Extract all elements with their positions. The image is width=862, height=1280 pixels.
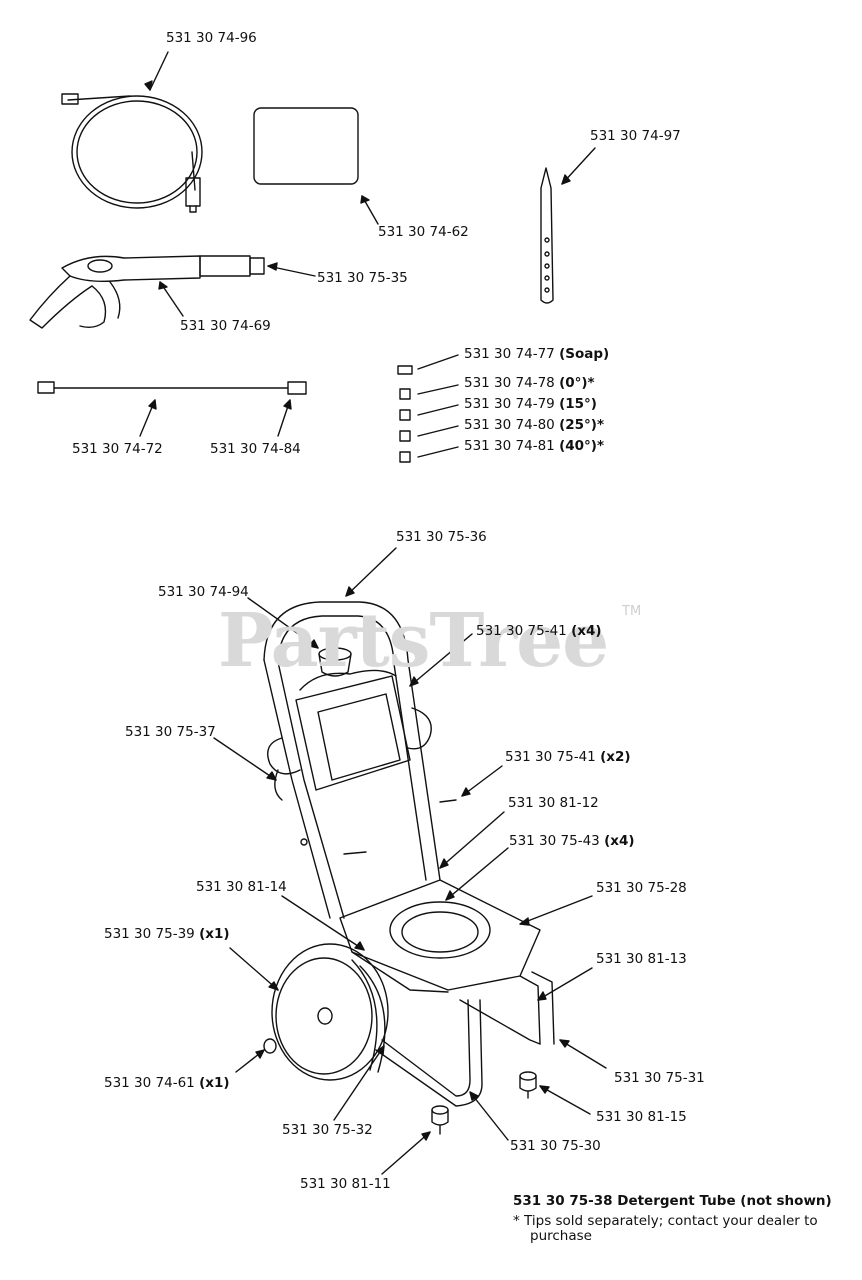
label-p8112: 531 30 81-12 [508,795,599,811]
note-tips-line2: purchase [530,1228,592,1244]
label-hose: 531 30 74-96 [166,30,257,46]
cart-illustration [263,601,555,1135]
label-p8115: 531 30 81-15 [596,1109,687,1125]
label-hubcap: 531 30 74-61 (x1) [104,1075,230,1091]
note-tips-line1: * Tips sold separately; contact your dea… [513,1213,818,1229]
label-p7531: 531 30 75-31 [614,1070,705,1086]
label-p8113: 531 30 81-13 [596,951,687,967]
label-manual: 531 30 74-62 [378,224,469,240]
label-foot: 531 30 81-11 [300,1176,391,1192]
wand-illustration [37,381,307,395]
tips-illustration [397,365,413,463]
label-base: 531 30 75-28 [596,880,687,896]
label-cup: 531 30 74-94 [158,584,249,600]
label-gun-fitting: 531 30 75-35 [317,270,408,286]
label-wand: 531 30 74-72 [72,441,163,457]
needle-illustration [540,167,554,304]
label-tip-0: 531 30 74-78 (0°)* [464,375,595,391]
label-frame: 531 30 75-36 [396,529,487,545]
watermark-tm: TM [622,604,642,619]
label-leg: 531 30 75-30 [510,1138,601,1154]
label-tip-15: 531 30 74-79 (15°) [464,396,597,412]
label-screw-x4: 531 30 75-41 (x4) [476,623,602,639]
label-tip-40: 531 30 74-81 (40°)* [464,438,604,454]
label-p7543: 531 30 75-43 (x4) [509,833,635,849]
label-tip-25: 531 30 74-80 (25°)* [464,417,604,433]
manual-illustration [253,107,359,185]
label-gun: 531 30 74-69 [180,318,271,334]
label-hook: 531 30 75-37 [125,724,216,740]
gun-illustration [29,255,265,329]
watermark: PartsTree [218,598,609,684]
label-screw-x2: 531 30 75-41 (x2) [505,749,631,765]
label-wand-fitting: 531 30 74-84 [210,441,301,457]
label-wheel: 531 30 75-39 (x1) [104,926,230,942]
label-needle: 531 30 74-97 [590,128,681,144]
label-tip-soap: 531 30 74-77 (Soap) [464,346,610,362]
hose-illustration [61,93,203,213]
label-p8114: 531 30 81-14 [196,879,287,895]
note-detergent: 531 30 75-38 Detergent Tube (not shown) [513,1193,832,1209]
label-axle: 531 30 75-32 [282,1122,373,1138]
